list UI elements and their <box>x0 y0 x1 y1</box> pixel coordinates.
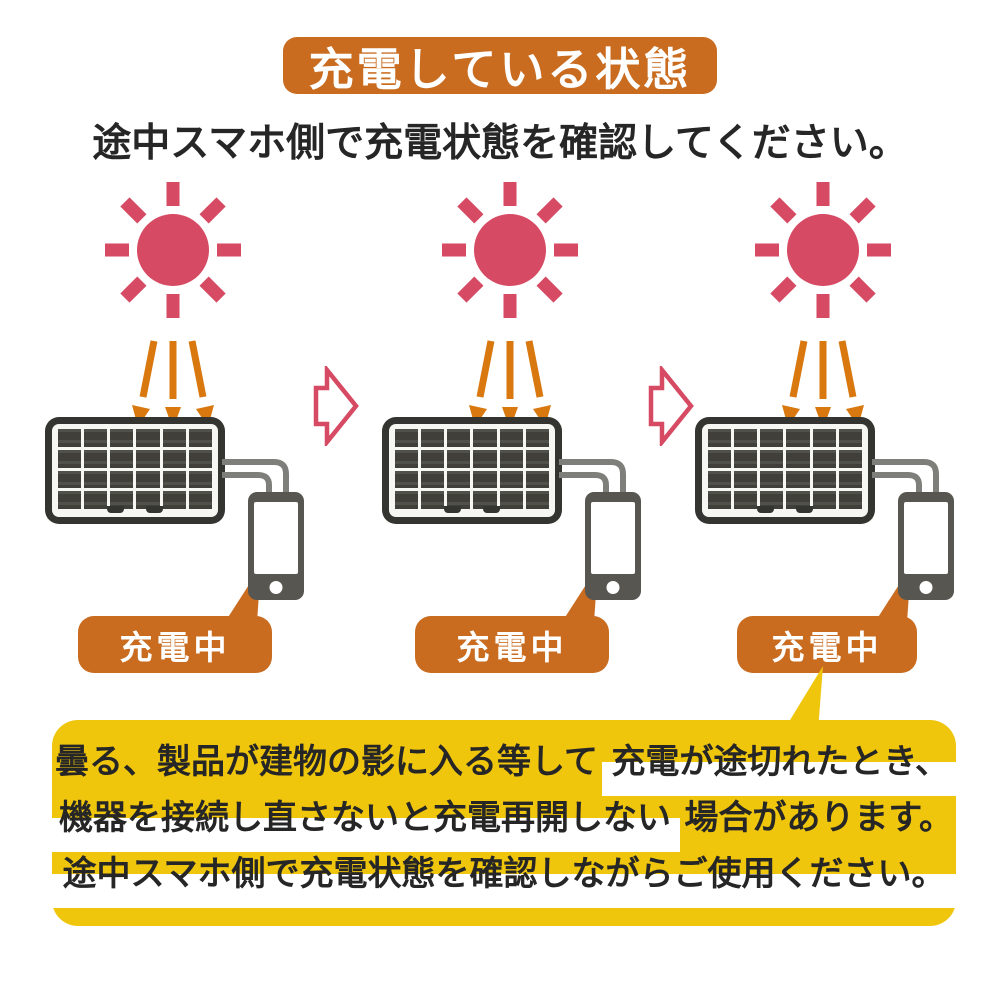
note-line-2-normal: 場合があります。 <box>684 799 954 837</box>
sun-icon <box>755 182 891 318</box>
phone-home-button <box>919 581 933 594</box>
note-line-1-normal: 曇る、製品が建物の影に入る等して <box>54 743 598 781</box>
sun-icon <box>442 182 578 318</box>
charging-bubble: 充電中 <box>737 616 917 673</box>
solar-panel-face <box>702 424 868 517</box>
panel-clip <box>757 506 774 513</box>
note-line-1-highlight: 充電が途切れたとき、 <box>602 736 958 797</box>
smartphone <box>248 492 304 600</box>
solar-cells-grid <box>708 429 862 509</box>
solar-panel <box>45 417 225 524</box>
solar-panel <box>695 417 875 524</box>
charging-stage-3: 充電中 <box>650 0 980 700</box>
panel-clip <box>107 506 124 513</box>
solar-cells-grid <box>395 429 549 509</box>
subtitle: 途中スマホ側で充電状態を確認してください。 <box>92 122 908 165</box>
charging-stage-2: 充電中 <box>337 0 667 700</box>
sun-icon <box>105 182 241 318</box>
panel-clip <box>444 506 461 513</box>
phone-screen <box>591 502 635 574</box>
panel-clip <box>483 506 500 513</box>
smartphone <box>585 492 641 600</box>
phone-screen <box>254 502 298 574</box>
next-step-arrow-icon <box>313 366 359 446</box>
charging-stage-1: 充電中 <box>0 0 330 700</box>
solar-panel-face <box>52 424 218 517</box>
next-step-arrow-icon <box>648 366 694 446</box>
charging-label: 充電中 <box>456 628 568 666</box>
charging-label: 充電中 <box>771 628 883 666</box>
solar-panel-face <box>389 424 555 517</box>
panel-clip <box>796 506 813 513</box>
usb-cable <box>559 459 626 496</box>
charging-bubble: 充電中 <box>415 616 609 673</box>
phone-home-button <box>269 581 283 594</box>
page-title: 充電している状態 <box>308 44 692 95</box>
solar-cells-grid <box>58 429 212 509</box>
caution-note: 曇る、製品が建物の影に入る等して 充電が途切れたとき、 機器を接続し直さないと充… <box>46 720 962 926</box>
title-banner: 充電している状態 <box>283 37 717 95</box>
phone-home-button <box>606 581 620 594</box>
note-line-2: 機器を接続し直さないと充電再開しない 場合があります。 <box>49 792 956 853</box>
usb-cable <box>222 459 289 496</box>
charging-label: 充電中 <box>119 628 231 666</box>
smartphone <box>898 492 954 600</box>
note-line-2-highlight: 機器を接続し直さないと充電再開しない <box>49 792 680 853</box>
note-line-3: 途中スマホ側で充電状態を確認しながらご使用ください。 <box>46 848 962 909</box>
solar-panel <box>382 417 562 524</box>
usb-cable <box>872 459 939 496</box>
panel-clip <box>146 506 163 513</box>
charging-bubble: 充電中 <box>78 616 272 673</box>
note-line-3-highlight: 途中スマホ側で充電状態を確認しながらご使用ください。 <box>46 848 962 909</box>
note-line-1: 曇る、製品が建物の影に入る等して 充電が途切れたとき、 <box>52 736 958 797</box>
phone-screen <box>904 502 948 574</box>
